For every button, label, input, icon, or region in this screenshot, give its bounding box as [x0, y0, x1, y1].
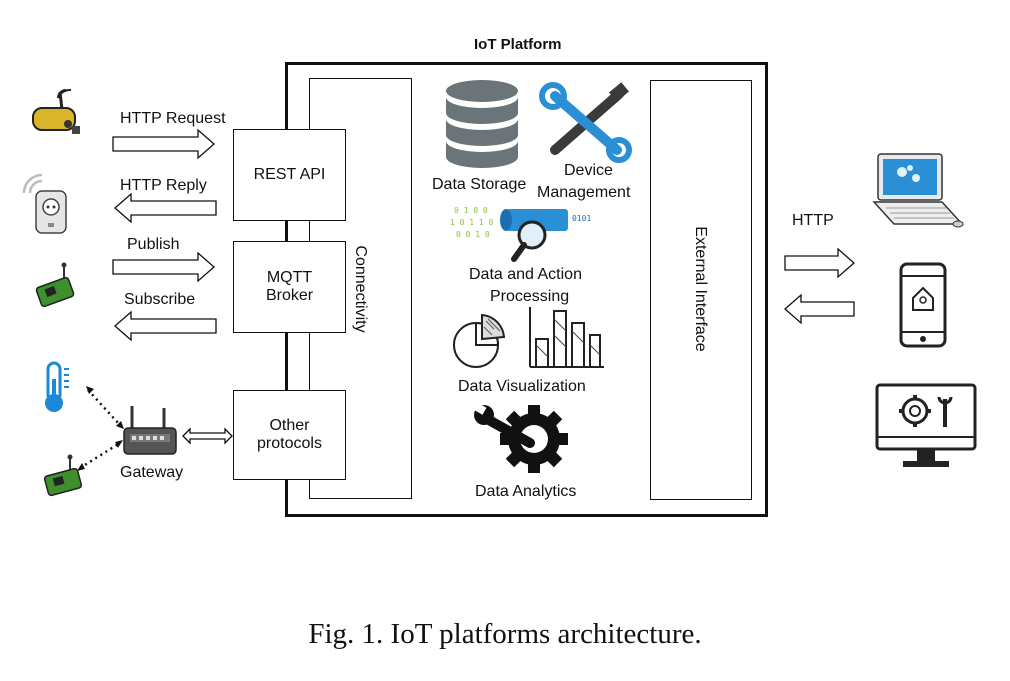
analytics-label: Data Analytics	[475, 483, 577, 500]
http-in-arrow	[784, 293, 855, 325]
thermometer-icon	[45, 361, 69, 412]
smartphone-icon	[899, 262, 947, 348]
sensor-board-icon	[43, 454, 83, 497]
visualization-label: Data Visualization	[458, 378, 586, 395]
mqtt-broker-box: MQTT Broker	[233, 241, 346, 333]
other-label-line1: Other	[269, 417, 310, 434]
gateway-protocol-arrow	[182, 427, 233, 445]
router-icon	[123, 406, 177, 455]
gear-wrench-icon	[473, 402, 568, 473]
other-protocols-box: Other protocols	[233, 390, 346, 480]
svg-text:0101: 0101	[572, 214, 591, 223]
figure-caption: Fig. 1. IoT platforms architecture.	[308, 618, 702, 650]
device-mgmt-line1: Device	[564, 162, 613, 179]
pie-chart-icon	[453, 313, 506, 368]
publish-label: Publish	[127, 236, 180, 253]
database-icon	[446, 80, 518, 168]
binary-magnifier-icon: 0 1 0 0 1 0 1 1 0 0 0 1 0 0101	[450, 206, 591, 262]
svg-text:1 0 1 1 0: 1 0 1 1 0	[450, 218, 494, 227]
svg-text:0 0 1 0: 0 0 1 0	[456, 230, 490, 239]
sensor-gateway-link	[79, 441, 121, 470]
rest-api-label: REST API	[253, 166, 326, 183]
processing-line2: Processing	[490, 288, 570, 305]
http-label: HTTP	[792, 212, 834, 229]
external-interface-panel	[650, 80, 752, 500]
publish-arrow	[112, 251, 215, 283]
subscribe-label: Subscribe	[124, 291, 196, 308]
http-reply-label: HTTP Reply	[120, 177, 207, 194]
tools-icon	[539, 82, 632, 163]
http-out-arrow	[784, 247, 855, 279]
http-request-arrow	[112, 128, 215, 160]
svg-text:0 1 0 0: 0 1 0 0	[454, 206, 488, 215]
bar-chart-icon	[529, 307, 604, 368]
gateway-label: Gateway	[120, 464, 184, 481]
sensor-board-icon	[35, 262, 75, 308]
device-mgmt-line2: Management	[537, 184, 631, 201]
mqtt-label-line2: Broker	[265, 287, 314, 304]
processing-line1: Data and Action	[469, 266, 582, 283]
rest-api-box: REST API	[233, 129, 346, 221]
data-storage-label: Data Storage	[432, 176, 527, 193]
http-reply-arrow	[114, 192, 217, 224]
smart-plug-icon	[22, 173, 67, 234]
thermo-gateway-link	[87, 389, 121, 426]
monitor-settings-icon	[875, 383, 977, 467]
camera-icon	[32, 88, 80, 134]
laptop-icon	[872, 153, 964, 228]
http-request-label: HTTP Request	[120, 110, 226, 127]
platform-title: IoT Platform	[474, 36, 562, 53]
mqtt-label-line1: MQTT	[266, 269, 313, 286]
other-label-line2: protocols	[257, 435, 322, 452]
subscribe-arrow	[114, 310, 217, 342]
